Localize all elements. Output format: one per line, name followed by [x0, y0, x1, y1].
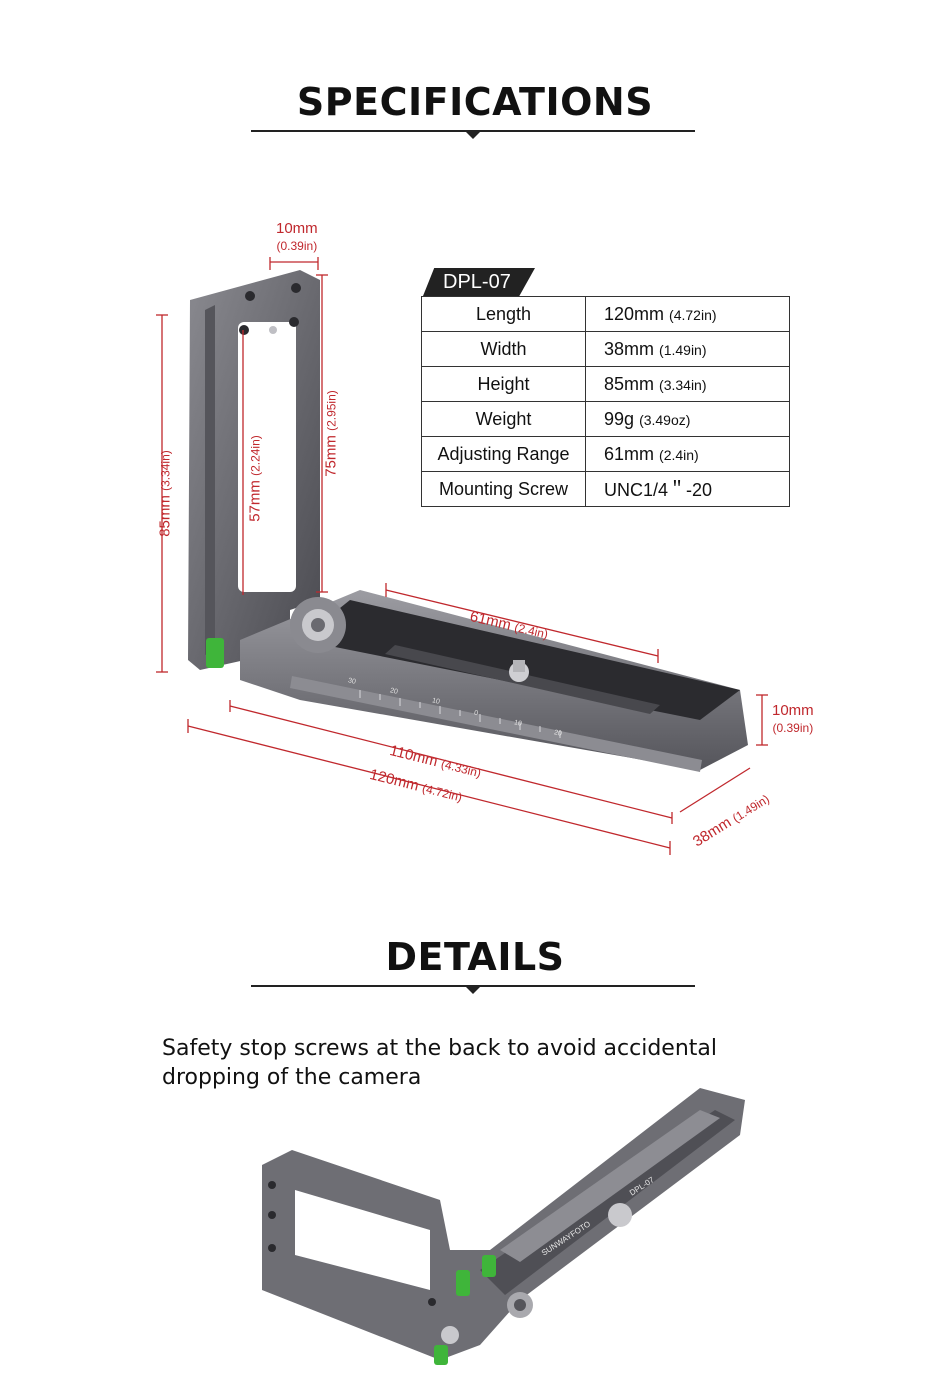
dim-thickness-mm: 10mm — [772, 702, 814, 719]
spec-label: Weight — [421, 401, 586, 437]
spec-label: Width — [421, 331, 586, 367]
dim-height-total-in: (3.34in) — [158, 450, 173, 491]
spec-value-unit: (2.4in) — [659, 446, 699, 463]
dim-height-total: 85mm (3.34in) — [157, 409, 174, 579]
underline-notch — [466, 987, 480, 994]
table-row: Height 85mm (3.34in) — [421, 366, 790, 402]
table-row: Width 38mm (1.49in) — [421, 331, 790, 367]
table-row: Adjusting Range 61mm (2.4in) — [421, 436, 790, 472]
detail-description: Safety stop screws at the back to avoid … — [162, 1034, 762, 1092]
dim-inner-height-in: (2.24in) — [248, 435, 263, 476]
table-row: Length 120mm (4.72in) — [421, 296, 790, 332]
spec-value-unit: (3.49oz) — [639, 411, 691, 428]
dim-top-width: 10mm (0.39in) — [276, 220, 318, 255]
spec-table: Length 120mm (4.72in) Width 38mm (1.49in… — [421, 296, 790, 507]
spec-value-main: 38mm — [604, 338, 655, 359]
scale-label: 10 — [431, 697, 441, 706]
dim-inner-height: 57mm (2.24in) — [247, 404, 264, 554]
spec-label: Height — [421, 366, 586, 402]
scale-label: 10 — [513, 719, 523, 728]
dim-vertical-slot: 75mm (2.95in) — [323, 359, 340, 509]
spec-value: 85mm (3.34in) — [585, 366, 790, 402]
dim-inner-height-mm: 57mm — [246, 480, 264, 522]
detail-line-1: Safety stop screws at the back to avoid … — [162, 1036, 718, 1061]
dim-vertical-slot-in: (2.95in) — [324, 390, 339, 431]
spec-value: 99g (3.49oz) — [585, 401, 790, 437]
dim-top-width-in: (0.39in) — [276, 239, 318, 253]
dim-thickness: 10mm (0.39in) — [772, 702, 814, 737]
dim-height-total-mm: 85mm — [156, 495, 174, 537]
spec-value-main: 61mm — [604, 443, 655, 464]
spec-value-main: 85mm — [604, 373, 655, 394]
dim-thickness-in: (0.39in) — [772, 721, 814, 735]
table-row: Mounting Screw UNC1/4＂-20 — [421, 471, 790, 507]
spec-value: 61mm (2.4in) — [585, 436, 790, 472]
spec-value: 120mm (4.72in) — [585, 296, 790, 332]
table-row: Weight 99g (3.49oz) — [421, 401, 790, 437]
spec-label: Length — [421, 296, 586, 332]
scale-label: 20 — [553, 729, 563, 738]
model-tag: DPL-07 — [423, 268, 535, 296]
scale-label: 30 — [347, 677, 357, 686]
details-underline — [251, 985, 695, 987]
spec-label: Mounting Screw — [421, 471, 586, 507]
bracket-back-illustration — [262, 1088, 745, 1365]
spec-value: UNC1/4＂-20 — [585, 471, 790, 507]
spec-value: 38mm (1.49in) — [585, 331, 790, 367]
bracket-front-illustration — [156, 257, 768, 855]
specifications-title: SPECIFICATIONS — [296, 80, 654, 124]
detail-line-2: dropping of the camera — [162, 1065, 422, 1090]
scale-label: 20 — [389, 687, 399, 696]
spec-value-main: UNC1/4＂-20 — [604, 480, 713, 500]
spec-value-unit: (4.72in) — [669, 306, 717, 323]
spec-value-main: 99g — [604, 408, 635, 429]
dim-vertical-slot-mm: 75mm — [322, 435, 340, 477]
spec-value-unit: (3.34in) — [659, 376, 707, 393]
spec-value-unit: (1.49in) — [659, 341, 707, 358]
spec-value-main: 120mm — [604, 303, 665, 324]
dim-top-width-mm: 10mm — [276, 220, 318, 237]
title-underline — [251, 130, 695, 132]
underline-notch — [466, 132, 480, 139]
details-title: DETAILS — [385, 935, 565, 979]
spec-label: Adjusting Range — [421, 436, 586, 472]
